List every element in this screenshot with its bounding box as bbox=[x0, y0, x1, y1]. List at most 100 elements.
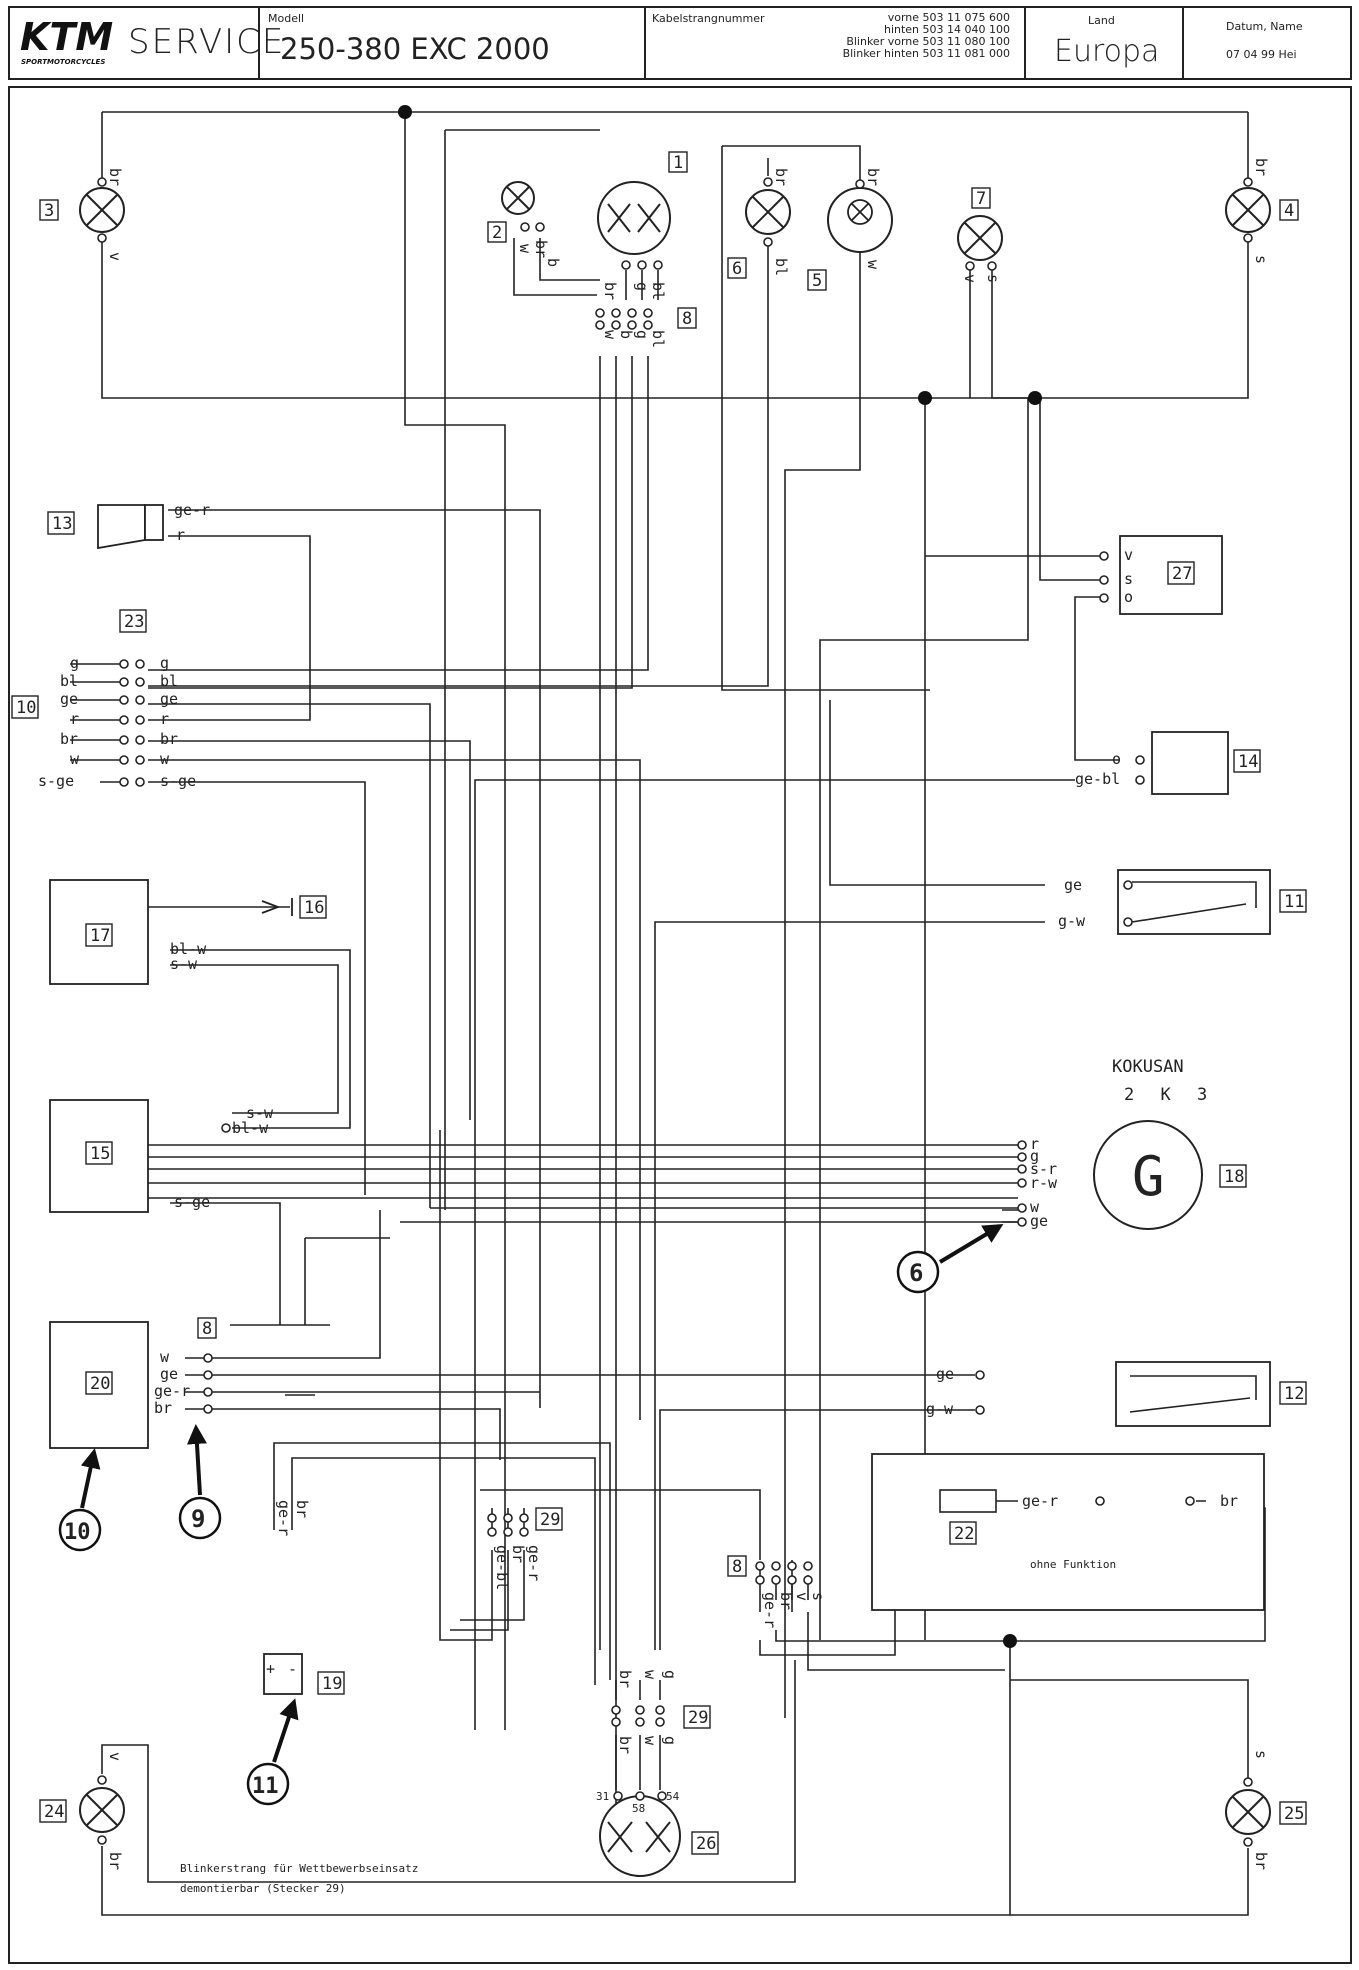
wire-14-ge-bl bbox=[474, 779, 1075, 1730]
wire-label-br: br bbox=[154, 1399, 172, 1417]
wire-label-br: br bbox=[160, 730, 178, 748]
wire-23-left bbox=[70, 663, 120, 783]
wire-gen-w-ge bbox=[400, 1207, 1018, 1223]
wire-label-r-w: r-w bbox=[1030, 1174, 1058, 1192]
harness-line: hinten 503 14 040 100 bbox=[883, 23, 1010, 36]
wire-19-plus bbox=[273, 1442, 611, 1680]
wire-label-bl-w: bl-w bbox=[170, 940, 207, 958]
brand-cell: KTM SPORTMOTORCYCLES SERVICE bbox=[10, 8, 283, 78]
wire-11-g-w bbox=[654, 921, 1045, 1650]
wire-12-g-w bbox=[659, 1409, 975, 1650]
splice-dot bbox=[398, 105, 412, 119]
connector-23: 23 10 g bl ge r br w s-ge g bl ge r br w… bbox=[11, 609, 196, 790]
component-number-16: 16 bbox=[304, 898, 324, 918]
service-title: SERVICE bbox=[128, 22, 286, 62]
wire-label-br: br bbox=[1252, 158, 1270, 176]
wire-label-g: g bbox=[661, 1670, 679, 1679]
pin-54: 54 bbox=[666, 1790, 680, 1803]
component-number-22: 22 bbox=[954, 1524, 974, 1544]
wire-label-w: w bbox=[70, 750, 80, 768]
model-caption: Modell bbox=[268, 12, 305, 25]
wire-label-g: g bbox=[661, 1736, 679, 1745]
wire-8-bl bbox=[148, 356, 649, 671]
component-number-29: 29 bbox=[688, 1708, 708, 1728]
component-20: 20 8 w ge ge-r br bbox=[49, 1317, 217, 1449]
harness-caption: Kabelstrangnummer bbox=[652, 12, 765, 25]
wire-label-w: w bbox=[160, 1348, 170, 1366]
model-cell: Modell 250-380 EXC 2000 bbox=[260, 8, 646, 78]
wire-lamp1 bbox=[625, 270, 659, 300]
component-number-14: 14 bbox=[1238, 752, 1258, 772]
wire-29-down bbox=[439, 1130, 525, 1641]
wire-24-v bbox=[101, 1660, 796, 1883]
wire-label-v: v bbox=[961, 274, 979, 283]
wire-23-w bbox=[148, 759, 641, 1420]
wire-27-14 bbox=[1074, 596, 1120, 761]
wire-label-bl: bl bbox=[772, 258, 790, 276]
wire-label-g: g bbox=[633, 330, 651, 339]
splice-dot bbox=[1028, 391, 1042, 405]
wire-label-s-ge: s-ge bbox=[174, 1193, 210, 1211]
wire-29b-stubs bbox=[615, 1680, 661, 1700]
wire-label-v: v bbox=[1124, 546, 1133, 564]
component-number-12: 12 bbox=[1284, 1384, 1304, 1404]
component-17: 17 bl-w s-w bbox=[49, 879, 207, 985]
generator-letter: G bbox=[1132, 1145, 1165, 1208]
wire-label-r: r bbox=[70, 710, 79, 728]
wire-label-bl: bl bbox=[649, 330, 667, 348]
component-number-3: 3 bbox=[44, 201, 54, 221]
component-number-1: 1 bbox=[673, 153, 683, 173]
callout-number-10: 10 bbox=[64, 1520, 91, 1545]
wire-label-r: r bbox=[176, 526, 185, 544]
ktm-logo: KTM SPORTMOTORCYCLES bbox=[20, 15, 113, 66]
wire-label-ge: ge bbox=[1064, 876, 1082, 894]
lamp-2: 2 w br b bbox=[487, 181, 562, 267]
connector-23-pins bbox=[119, 659, 145, 787]
component-number-11: 11 bbox=[1284, 892, 1304, 912]
wire-label-s-w: s-w bbox=[246, 1104, 274, 1122]
wire-label-ge-r: ge-r bbox=[174, 501, 210, 519]
wire-label-br: br bbox=[864, 168, 882, 186]
splice-dot bbox=[1003, 1634, 1017, 1648]
wire-15-ground bbox=[170, 1202, 390, 1326]
component-number-13: 13 bbox=[52, 514, 72, 534]
wire-label-br: br bbox=[106, 168, 124, 186]
wire-label-s-r: s-r bbox=[1030, 1160, 1057, 1178]
wire-label-g: g bbox=[70, 654, 79, 672]
wire-label-ge-r: ge-r bbox=[761, 1592, 779, 1628]
callout-6: 6 bbox=[896, 1223, 1004, 1294]
wire-label-s: s bbox=[1124, 570, 1133, 588]
wire-label-r: r bbox=[160, 710, 169, 728]
wire-label-ge: ge bbox=[60, 690, 78, 708]
wire-15-gen bbox=[148, 1144, 1018, 1199]
wire-label-s: s bbox=[984, 274, 1002, 283]
connector-29-left: 29 ge-bl br ge-r bbox=[487, 1507, 563, 1590]
component-number-15: 15 bbox=[90, 1144, 110, 1164]
wire-label-v: v bbox=[793, 1592, 811, 1601]
date-caption: Datum, Name bbox=[1226, 20, 1303, 33]
wire-inner-2 bbox=[721, 145, 930, 691]
wire-label-ge-bl: ge-bl bbox=[493, 1545, 511, 1590]
wire-label-br: br bbox=[616, 1670, 634, 1688]
wire-label-br: br bbox=[106, 1852, 124, 1870]
component-number-19: 19 bbox=[322, 1674, 342, 1694]
battery-19: ge-r br + - 19 bbox=[263, 1500, 345, 1695]
component-number-27: 27 bbox=[1172, 564, 1192, 584]
relay-27: 27 v s o bbox=[1099, 535, 1223, 615]
lamp-4: 4 br s bbox=[1225, 158, 1299, 264]
wire-label-ge-r: ge-r bbox=[275, 1500, 293, 1536]
wire-label-ge-r: ge-r bbox=[1022, 1492, 1058, 1510]
generator-18: KOKUSAN 2 K 3 G 18 r g s-r r-w w ge bbox=[1017, 1057, 1247, 1230]
wire-label-o: o bbox=[1124, 588, 1133, 606]
component-number-23: 23 bbox=[124, 612, 144, 632]
wire-label-s: s bbox=[809, 1592, 827, 1601]
wire-label-ge: ge bbox=[936, 1365, 954, 1383]
component-number-2: 2 bbox=[492, 223, 502, 243]
harness-line: Blinker hinten 503 11 081 000 bbox=[842, 47, 1010, 60]
blinker-note-line1: Blinkerstrang für Wettbewerbseinsatz bbox=[180, 1862, 418, 1875]
harness-cell: Kabelstrangnummer vorne 503 11 075 600 h… bbox=[646, 8, 1026, 78]
wire-23-s-ge bbox=[148, 781, 366, 1195]
harness-numbers: vorne 503 11 075 600 hinten 503 14 040 1… bbox=[843, 12, 1010, 60]
component-number-18: 18 bbox=[1224, 1167, 1244, 1187]
